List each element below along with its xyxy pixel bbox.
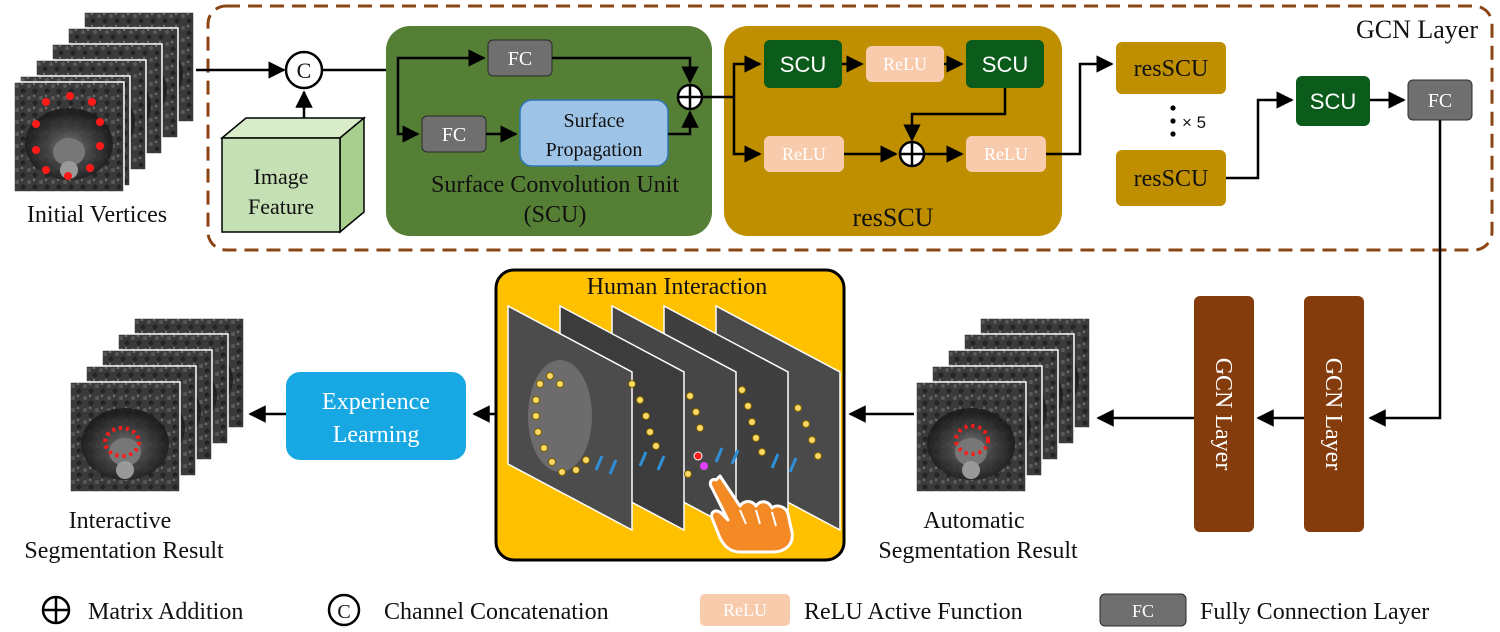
resscu-scu-1 [764,40,842,88]
initial-vertices-label: Initial Vertices [27,202,167,228]
svg-text:FC: FC [508,48,532,70]
human-interaction-title: Human Interaction [587,274,768,300]
gcn-layer-block-1 [1194,296,1254,532]
svg-text:C: C [297,58,312,83]
svg-text:ReLU: ReLU [883,54,927,74]
image-feature-label-line1: Image [254,164,309,189]
interactive-label-line1: Interactive [69,508,172,534]
svg-text:FC: FC [442,124,466,146]
svg-text:Propagation: Propagation [546,139,643,161]
svg-text:GCN Layer: GCN Layer [1320,358,1346,471]
gcn-layer-dashed-frame [206,4,1494,252]
final-scu-block [1296,76,1370,126]
svg-text:SCU: SCU [780,52,826,77]
automatic-label-line1: Automatic [923,508,1024,534]
svg-text:FC: FC [1428,90,1452,112]
gcn-layer-title: GCN Layer [1356,15,1478,44]
svg-text:Learning: Learning [333,422,420,448]
svg-text:FC: FC [1132,601,1154,621]
resscu-matrix-addition [898,140,926,168]
svg-text:C: C [337,601,350,623]
resscu-top-block [1116,42,1226,94]
legend-matrix-addition [41,595,71,625]
scu-caption-line1: Surface Convolution Unit [431,172,679,198]
svg-text:Experience: Experience [322,389,430,415]
scu-matrix-addition [676,83,704,111]
svg-text:resSCU: resSCU [1134,166,1209,192]
resscu-relu-bottom-right [966,136,1046,172]
legend-channel-concat [327,593,361,627]
interactive-label-line2: Segmentation Result [24,538,224,564]
repeat-label: × 5 [1182,113,1206,132]
svg-text:ReLU Active Function: ReLU Active Function [804,599,1023,625]
svg-text:ReLU: ReLU [984,144,1028,164]
svg-text:SCU: SCU [982,52,1028,77]
automatic-segmentation-stack [915,317,1091,493]
hand-pointer-icon [708,474,794,554]
experience-learning-block [286,372,466,460]
repeat-dots [1170,105,1176,137]
svg-text:GCN Layer: GCN Layer [1210,358,1236,471]
initial-vertices-dots [32,92,104,180]
initial-vertices-stack [13,11,195,193]
svg-text:Surface: Surface [563,110,624,132]
svg-text:ReLU: ReLU [723,600,767,620]
interactive-segmentation-stack [69,317,245,493]
image-feature-cube [219,116,367,234]
scu-caption-line2: (SCU) [524,202,587,228]
svg-text:ReLU: ReLU [782,144,826,164]
svg-text:resSCU: resSCU [1134,56,1209,82]
resscu-relu-bottom-left [764,136,844,172]
image-feature-label-line2: Feature [248,194,314,219]
legend-relu-sample [700,594,790,626]
resscu-caption: resSCU [853,203,934,232]
resscu-bottom-block [1116,150,1226,206]
legend-fc-sample [1099,593,1187,627]
svg-text:Channel Concatenation: Channel Concatenation [384,599,609,625]
human-interaction-slices [507,304,841,532]
svg-text:Fully Connection Layer: Fully Connection Layer [1200,599,1429,625]
gcn-layer-block-2 [1304,296,1364,532]
automatic-label-line2: Segmentation Result [878,538,1078,564]
svg-text:Matrix Addition: Matrix Addition [88,599,243,625]
svg-text:SCU: SCU [1310,89,1356,114]
resscu-scu-2 [966,40,1044,88]
resscu-relu-top [866,46,944,82]
